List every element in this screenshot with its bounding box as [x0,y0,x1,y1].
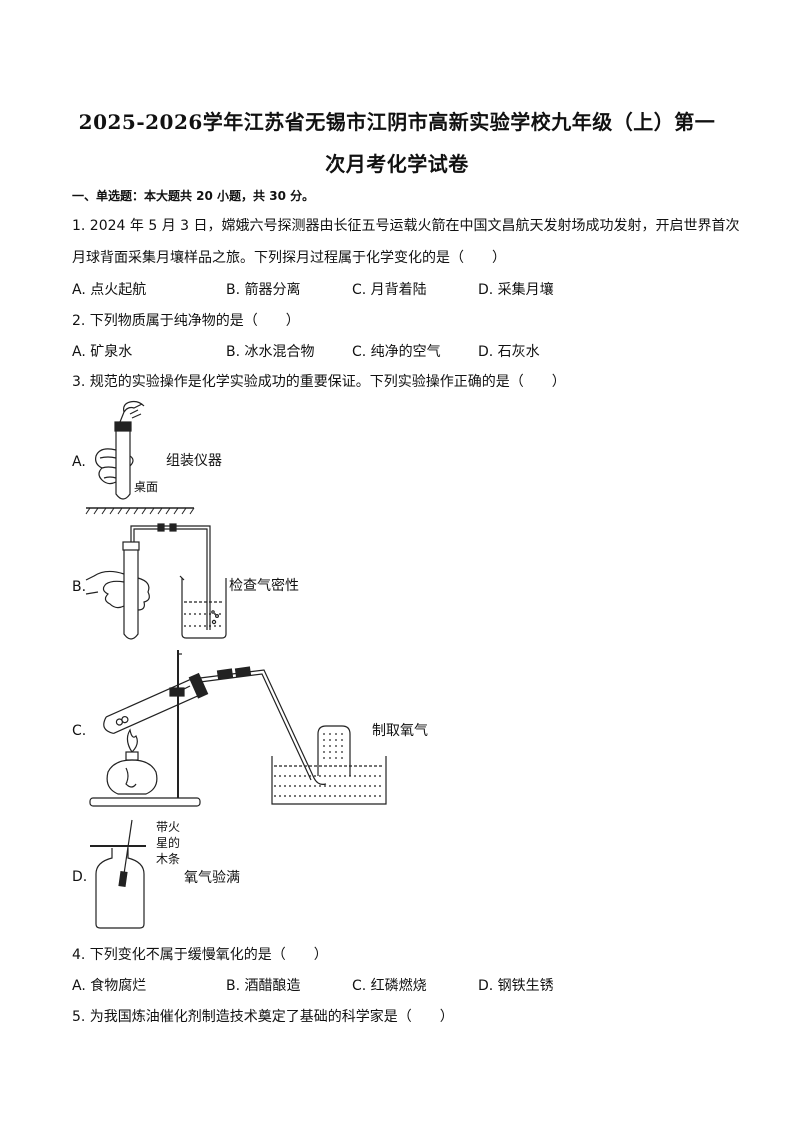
q3-option-d-splint-label-3: 木条 [156,852,181,866]
q1-stem-line2: 月球背面采集月壤样品之旅。下列探月过程属于化学变化的是（ ） [72,250,506,266]
q3-option-d-letter[interactable]: D. [72,869,88,885]
q2-stem: 2. 下列物质属于纯净物的是（ ） [72,313,300,329]
q4-stem: 4. 下列变化不属于缓慢氧化的是（ ） [72,947,328,963]
q3-stem: 3. 规范的实验操作是化学实验成功的重要保证。下列实验操作正确的是（ ） [72,374,566,390]
q4-option-a[interactable]: A. 食物腐烂 [72,978,147,994]
exam-title-line2: 次月考化学试卷 [325,152,469,176]
q3-option-b-figure [85,523,227,640]
q4-option-d[interactable]: D. 钢铁生锈 [478,978,554,994]
q1-option-a[interactable]: A. 点火起航 [72,282,147,298]
q3-option-c-figure [89,650,387,807]
section-heading: 一、单选题：本大题共 20 小题，共 30 分。 [72,189,315,203]
q3-option-a-caption: 组装仪器 [166,453,222,469]
q3-option-d-figure [90,819,146,929]
q1-option-d[interactable]: D. 采集月壤 [478,282,554,298]
q2-option-c[interactable]: C. 纯净的空气 [352,344,441,360]
q3-option-d-splint-label-1: 带火 [156,820,181,834]
q5-stem: 5. 为我国炼油催化剂制造技术奠定了基础的科学家是（ ） [72,1009,454,1025]
q1-option-b[interactable]: B. 箭器分离 [226,282,301,298]
q1-stem-line1: 1. 2024 年 5 月 3 日，嫦娥六号探测器由长征五号运载火箭在中国文昌航… [72,218,740,234]
q2-option-a[interactable]: A. 矿泉水 [72,344,133,360]
q3-option-c-caption: 制取氧气 [372,723,428,739]
q3-option-a-figure [85,400,195,515]
q3-option-d-caption: 氧气验满 [184,870,240,886]
q3-option-b-letter[interactable]: B. [72,579,87,595]
q1-option-c[interactable]: C. 月背着陆 [352,282,427,298]
q3-option-a-letter[interactable]: A. [72,454,86,470]
q3-option-d-splint-label-2: 星的 [156,836,181,850]
q3-option-a-desk-label: 桌面 [134,480,159,494]
q4-option-b[interactable]: B. 酒醋酿造 [226,978,301,994]
q2-option-b[interactable]: B. 冰水混合物 [226,344,315,360]
q4-option-c[interactable]: C. 红磷燃烧 [352,978,427,994]
q3-option-c-letter[interactable]: C. [72,723,87,739]
q2-option-d[interactable]: D. 石灰水 [478,344,540,360]
q3-option-b-caption: 检查气密性 [229,578,299,594]
exam-title-line1: 2025-2026学年江苏省无锡市江阴市高新实验学校九年级（上）第一 [78,110,716,134]
